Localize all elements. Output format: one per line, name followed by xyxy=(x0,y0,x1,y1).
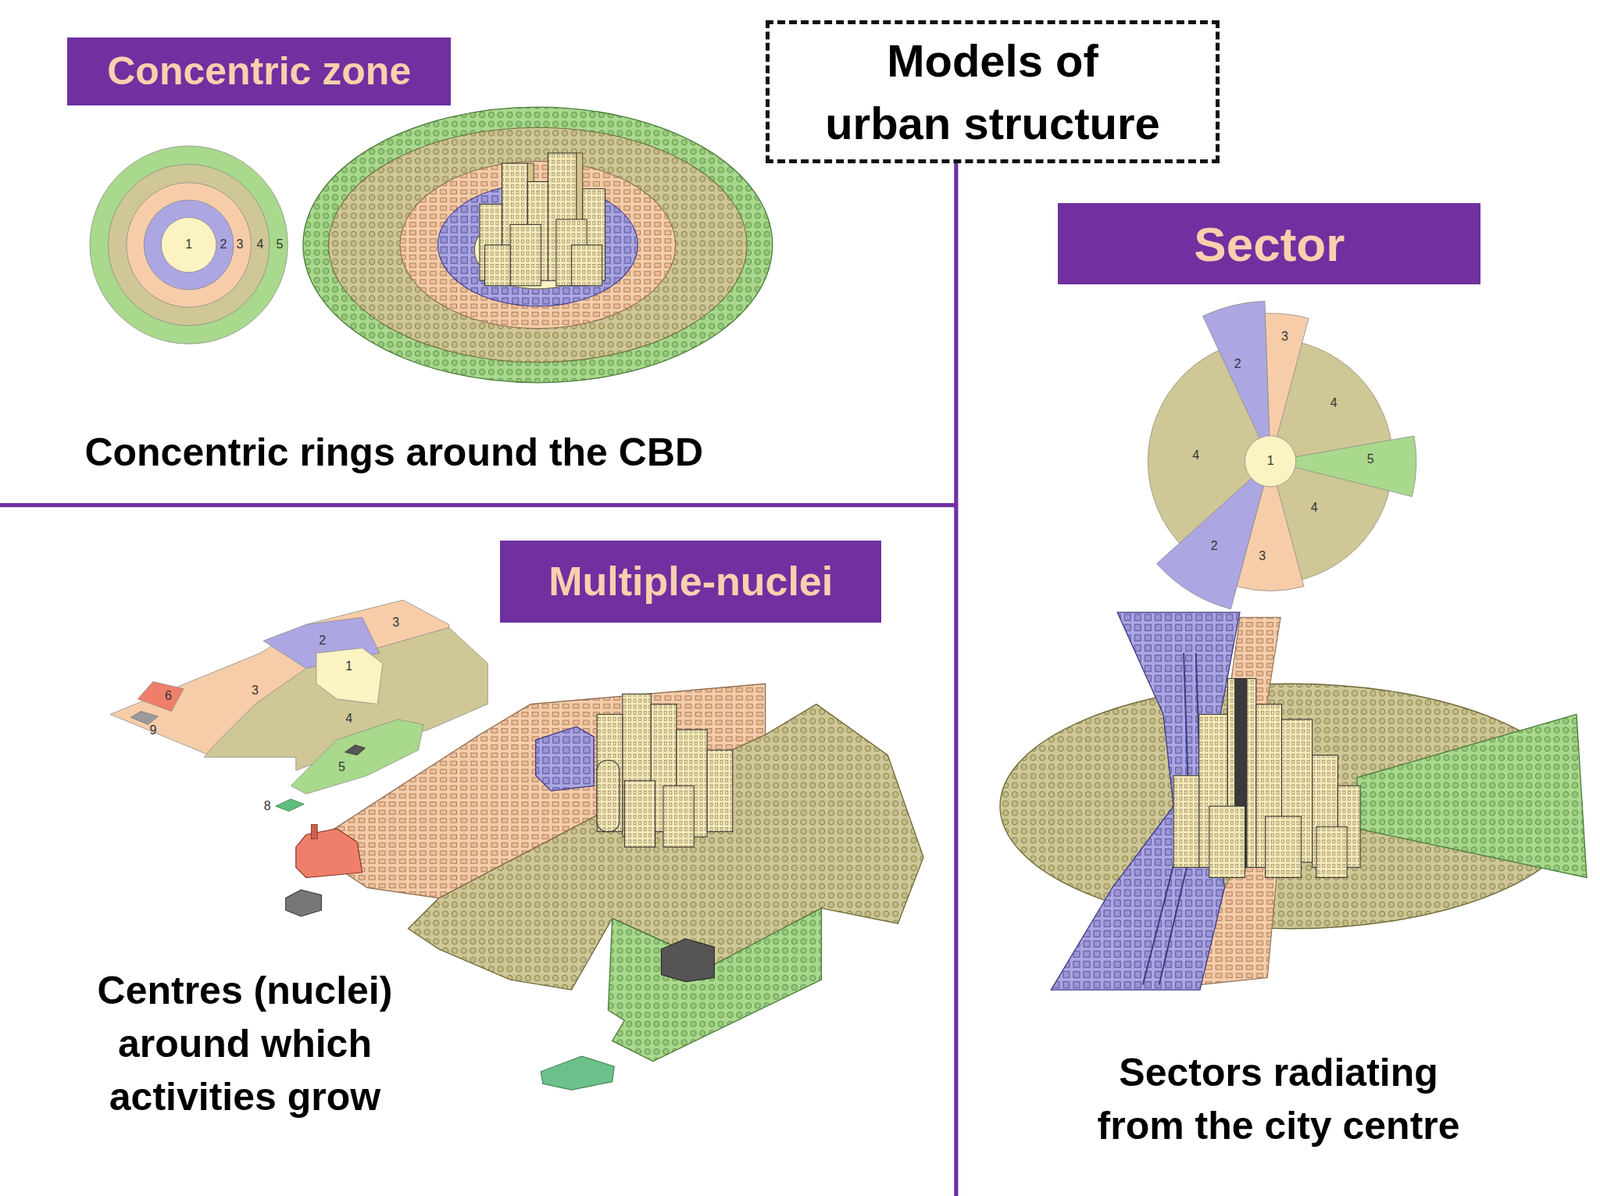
sector-core xyxy=(1244,435,1296,487)
callout-number: 5 xyxy=(1367,452,1375,467)
factory xyxy=(296,828,363,879)
zone-ring xyxy=(143,200,234,290)
green-sector xyxy=(1357,714,1587,878)
factory-chimney xyxy=(310,825,318,840)
lavender-sector xyxy=(1050,612,1240,990)
green-ring xyxy=(303,107,773,383)
title-box: Models of urban structure xyxy=(765,20,1220,164)
header-text: Multiple-nuclei xyxy=(548,557,833,605)
skyscraper xyxy=(510,224,541,286)
nuclei-city xyxy=(285,683,924,1090)
callout-number: 2 xyxy=(318,633,326,648)
green-suburb xyxy=(540,1056,615,1090)
callout-number: 4 xyxy=(1192,448,1200,463)
map-area xyxy=(137,682,184,712)
sector-city xyxy=(1000,612,1587,990)
lavender-zone xyxy=(535,726,594,791)
concentric-city xyxy=(303,107,773,383)
callout-number: 5 xyxy=(275,237,283,252)
divider-line xyxy=(0,503,957,508)
panel-caption: Centres (nuclei) around which activities… xyxy=(72,964,417,1124)
sector-wedge xyxy=(1203,300,1272,461)
callout-number: 4 xyxy=(1310,500,1318,515)
panel-caption: Sectors radiating from the city centre xyxy=(1087,1046,1471,1153)
olive-ring xyxy=(328,127,748,362)
peach-zone xyxy=(306,683,766,898)
callout-number: 9 xyxy=(149,723,157,738)
dark-buildings xyxy=(660,939,715,983)
title-text: Models of urban structure xyxy=(821,29,1165,155)
callout-number: 4 xyxy=(1330,396,1338,411)
skyscraper xyxy=(571,245,602,286)
callout-number: 8 xyxy=(264,799,272,814)
skyscraper xyxy=(1265,816,1302,878)
callout-number: 1 xyxy=(185,237,193,252)
map-area xyxy=(275,799,305,812)
callout-number: 3 xyxy=(1281,329,1289,344)
header-box: Multiple-nuclei xyxy=(500,540,882,622)
map-area xyxy=(290,719,424,794)
callout-number: 1 xyxy=(1267,453,1275,468)
skyscraper xyxy=(663,785,694,847)
map-area xyxy=(316,648,383,705)
panel-caption: Concentric rings around the CBD xyxy=(84,425,704,479)
round-tower xyxy=(596,760,620,832)
callout-number: 1 xyxy=(345,659,353,674)
zone-ring xyxy=(107,164,269,325)
zone-ring xyxy=(160,217,217,273)
callout-number: 2 xyxy=(220,237,228,252)
callout-number: 5 xyxy=(338,760,346,775)
zone-ring xyxy=(126,182,251,308)
skyscraper xyxy=(707,750,733,833)
concentric-diagram xyxy=(89,146,288,344)
callout-number: 3 xyxy=(392,615,400,630)
callout-number: 3 xyxy=(235,237,243,252)
map-area xyxy=(344,745,365,756)
header-text: Sector xyxy=(1193,216,1345,272)
callout-number: 3 xyxy=(1258,549,1266,564)
skyscraper xyxy=(624,780,655,847)
skyscraper xyxy=(1209,806,1246,878)
header-box: Sector xyxy=(1057,203,1481,285)
skyscraper xyxy=(1173,775,1200,868)
callout-number: 2 xyxy=(1210,539,1218,554)
grey-buildings xyxy=(285,889,322,917)
skyscraper xyxy=(1316,826,1347,878)
callout-number: 3 xyxy=(251,683,259,698)
zone-ring xyxy=(89,146,288,344)
green-zone xyxy=(607,908,822,1062)
map-area xyxy=(130,711,158,725)
divider-line xyxy=(953,163,958,1196)
callout-number: 2 xyxy=(1234,357,1242,372)
peach-ring xyxy=(400,160,676,329)
rail-line xyxy=(1159,653,1202,986)
skyscraper xyxy=(596,714,623,832)
sector-diagram xyxy=(1147,300,1417,609)
header-text: Concentric zone xyxy=(107,48,411,94)
callout-number: 4 xyxy=(257,237,265,252)
callout-number: 4 xyxy=(345,711,353,726)
callout-number: 6 xyxy=(164,689,172,704)
header-box: Concentric zone xyxy=(67,37,451,105)
skyscraper xyxy=(484,245,511,286)
